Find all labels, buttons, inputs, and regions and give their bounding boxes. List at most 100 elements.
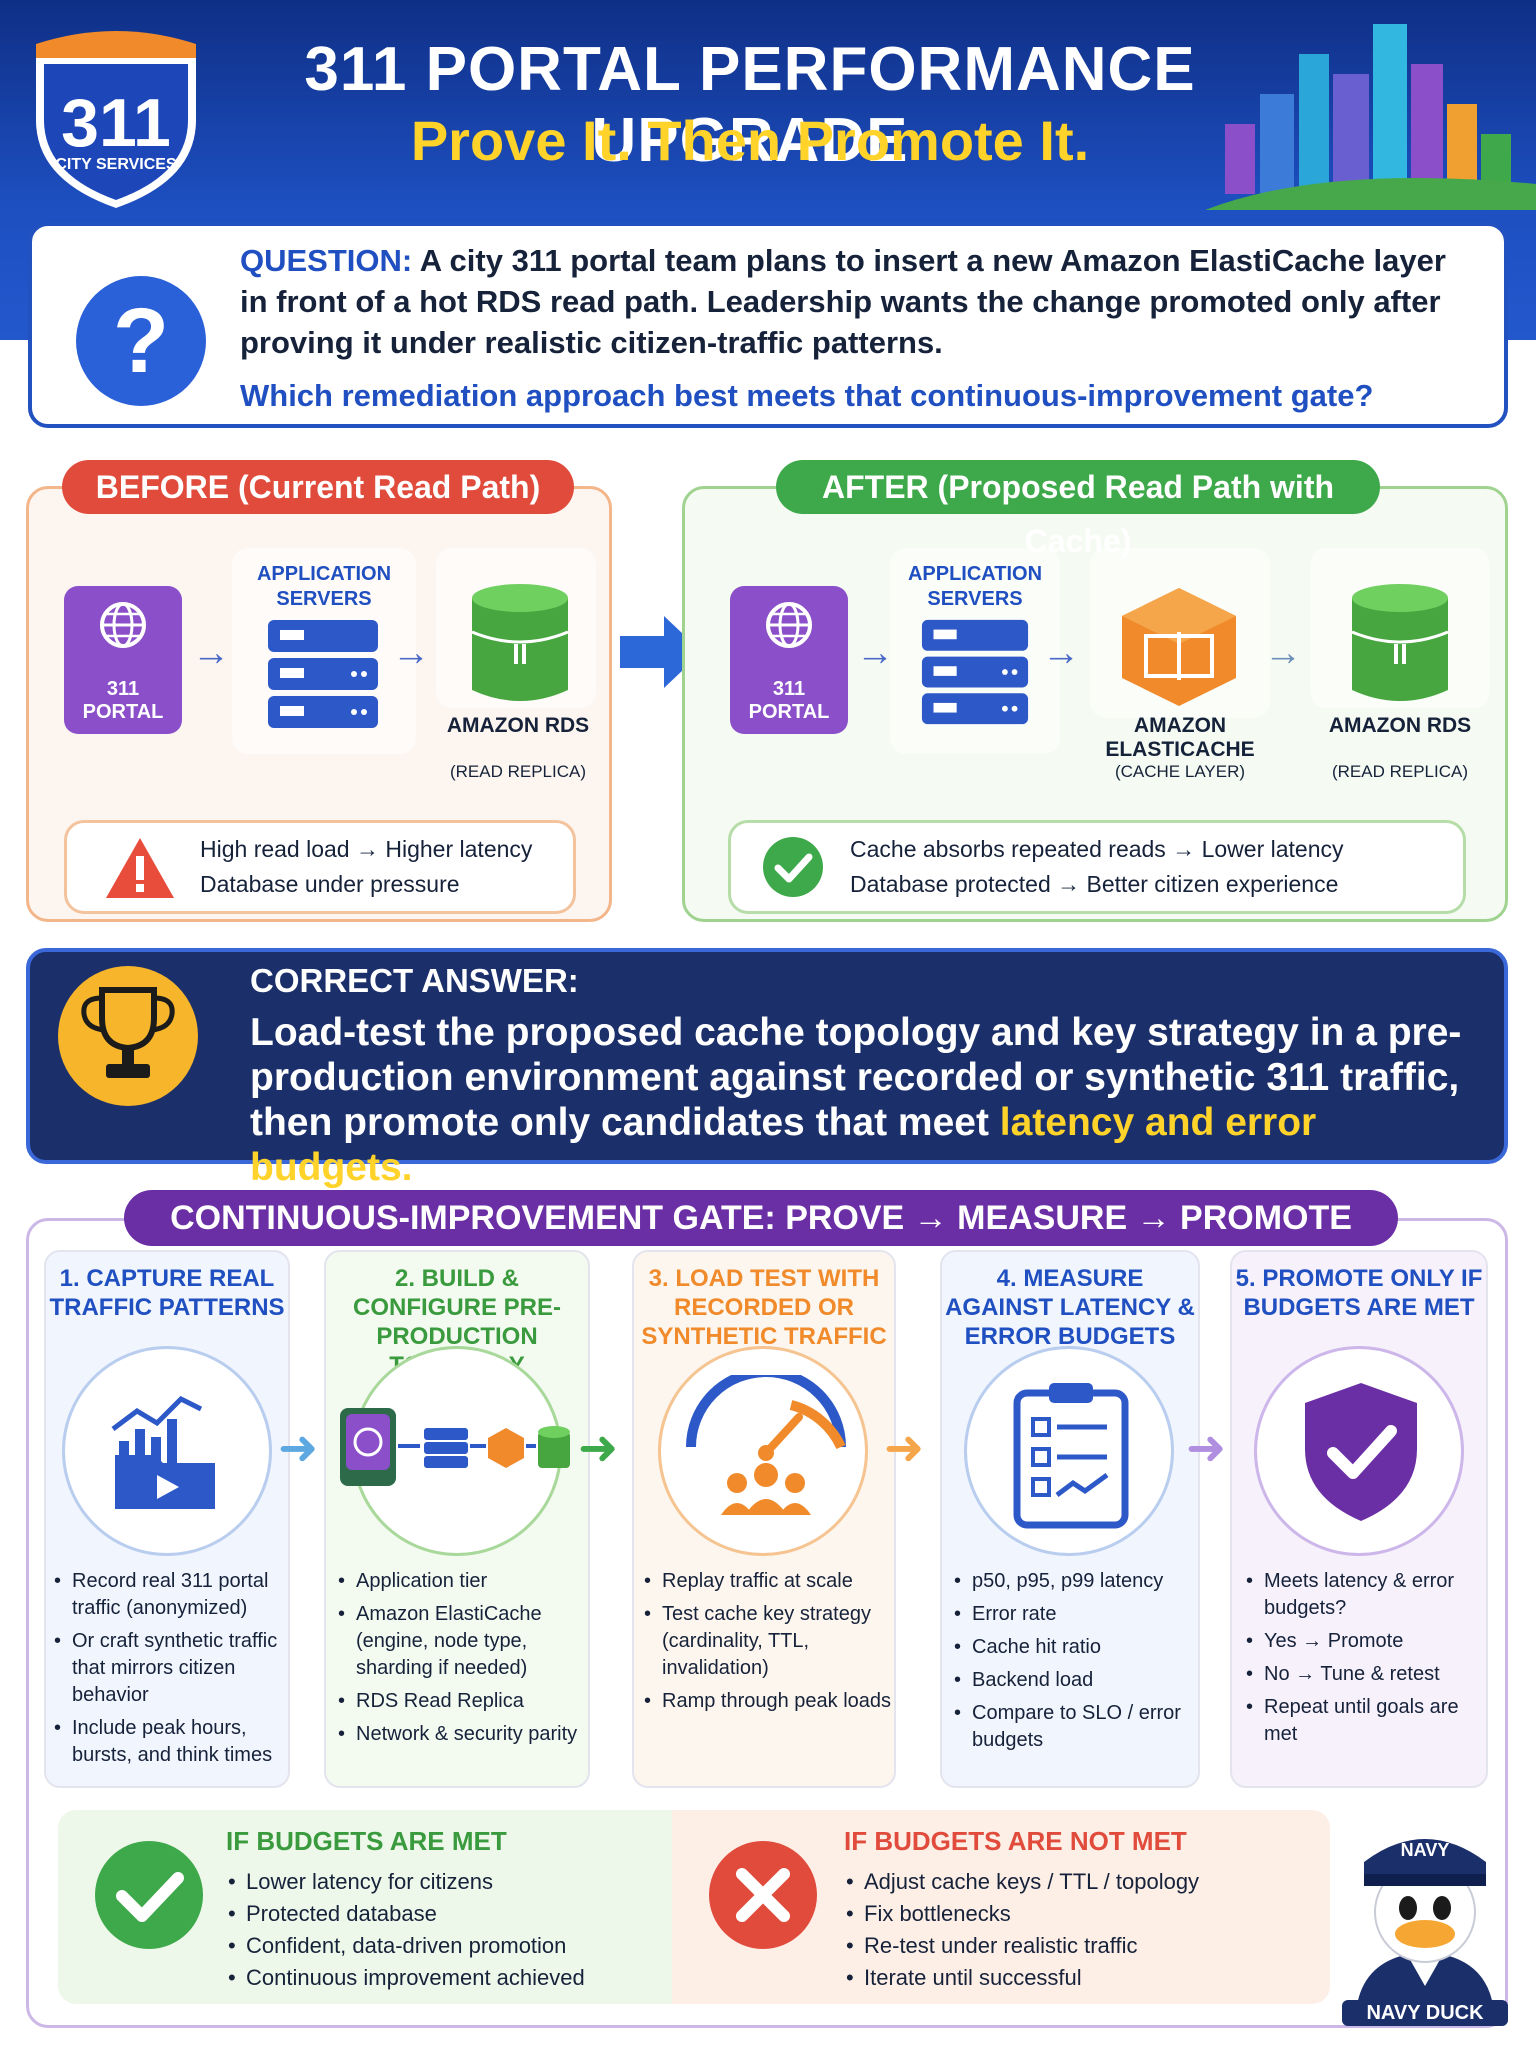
list-item: Application tier bbox=[336, 1568, 586, 1595]
step-3-title: 3. LOAD TEST WITH RECORDED OR SYNTHETIC … bbox=[641, 1265, 887, 1350]
server-stack-icon bbox=[268, 620, 378, 728]
arrow-right-icon: ➜ bbox=[884, 1422, 925, 1475]
navy-duck-mascot: NAVY NAVY DUCK bbox=[1342, 1816, 1508, 2026]
outcome-notmet-title: IF BUDGETS ARE NOT MET bbox=[844, 1826, 1187, 1856]
topology-icon bbox=[340, 1408, 570, 1486]
before-app-label: APPLICATION SERVERS bbox=[256, 563, 392, 610]
list-item: Adjust cache keys / TTL / topology bbox=[846, 1866, 1316, 1898]
arrow-right-icon: ➜ bbox=[1186, 1422, 1227, 1475]
chart-folder-icon bbox=[111, 1395, 215, 1509]
arrow-right-icon: → bbox=[1264, 632, 1302, 674]
list-item: Replay traffic at scale bbox=[642, 1568, 892, 1595]
answer-highlight: latency and error budgets. bbox=[250, 1101, 1317, 1189]
list-item: RDS Read Replica bbox=[336, 1688, 586, 1715]
arrow-right-icon: → bbox=[392, 632, 430, 674]
list-item: Lower latency for citizens bbox=[228, 1866, 668, 1898]
database-icon bbox=[471, 584, 569, 701]
globe-icon bbox=[766, 602, 812, 648]
city-services-shield-icon bbox=[36, 31, 196, 208]
before-portal-label: 311 PORTAL bbox=[82, 678, 164, 723]
list-item: Repeat until goals are met bbox=[1244, 1694, 1484, 1748]
warning-icon bbox=[106, 838, 174, 898]
list-item: Continuous improvement achieved bbox=[228, 1962, 668, 1994]
step-3-list: Replay traffic at scale Test cache key s… bbox=[642, 1568, 892, 1721]
mascot-name: NAVY DUCK bbox=[1342, 2000, 1508, 2026]
before-db-label: AMAZON RDS bbox=[446, 714, 590, 737]
outcome-met-panel: IF BUDGETS ARE MET Lower latency for cit… bbox=[58, 1810, 672, 2004]
city-skyline-icon bbox=[1205, 24, 1536, 210]
after-app-label: APPLICATION SERVERS bbox=[907, 563, 1043, 610]
after-note-line2: Database protected → Better citizen expe… bbox=[850, 871, 1339, 897]
outcome-met-title: IF BUDGETS ARE MET bbox=[226, 1826, 507, 1856]
arrow-right-icon: ➜ bbox=[578, 1422, 619, 1475]
list-item: Yes → Promote bbox=[1244, 1628, 1484, 1655]
after-note-line1: Cache absorbs repeated reads → Lower lat… bbox=[850, 836, 1344, 862]
step-5-title: 5. PROMOTE ONLY IF BUDGETS ARE MET bbox=[1235, 1265, 1483, 1321]
step-3-circle bbox=[658, 1346, 868, 1556]
check-circle-icon bbox=[95, 1841, 203, 1949]
list-item: Re-test under realistic traffic bbox=[846, 1930, 1316, 1962]
list-item: No → Tune & retest bbox=[1244, 1661, 1484, 1688]
after-db-sub: (READ REPLICA) bbox=[1331, 762, 1469, 781]
before-title: BEFORE (Current Read Path) bbox=[62, 460, 574, 514]
list-item: Fix bottlenecks bbox=[846, 1898, 1316, 1930]
after-portal-tile: 311 PORTAL bbox=[730, 586, 848, 734]
list-item: Network & security parity bbox=[336, 1721, 586, 1748]
step-2-list: Application tier Amazon ElastiCache (eng… bbox=[336, 1568, 586, 1754]
after-title: AFTER (Proposed Read Path with Cache) bbox=[776, 460, 1380, 559]
check-circle-icon bbox=[763, 837, 823, 897]
outcome-notmet-list: Adjust cache keys / TTL / topology Fix b… bbox=[846, 1866, 1316, 1994]
step-4-circle bbox=[964, 1346, 1174, 1556]
arrow-right-icon: ➜ bbox=[278, 1422, 319, 1475]
trophy-badge bbox=[58, 966, 198, 1106]
badge-text: CITY SERVICES bbox=[55, 156, 177, 173]
arrow-right-icon: → bbox=[856, 632, 894, 674]
question-box bbox=[28, 222, 1508, 428]
list-item: Compare to SLO / error budgets bbox=[952, 1700, 1196, 1754]
list-item: p50, p95, p99 latency bbox=[952, 1568, 1196, 1595]
shield-check-icon bbox=[1305, 1383, 1417, 1521]
list-item: Meets latency & error budgets? bbox=[1244, 1568, 1484, 1622]
outcomes-box: IF BUDGETS ARE MET Lower latency for cit… bbox=[58, 1810, 1330, 2004]
list-item: Confident, data-driven promotion bbox=[228, 1930, 668, 1962]
question-mark-icon: ? bbox=[76, 276, 206, 406]
list-item: Or craft synthetic traffic that mirrors … bbox=[52, 1628, 288, 1709]
page-title: 311 PORTAL PERFORMANCE UPGRADE bbox=[304, 35, 1196, 175]
duck-icon bbox=[1356, 1839, 1494, 2012]
gauge-users-icon bbox=[686, 1375, 846, 1515]
list-item: Protected database bbox=[228, 1898, 668, 1930]
step-1-list: Record real 311 portal traffic (anonymiz… bbox=[52, 1568, 288, 1775]
list-item: Test cache key strategy (cardinality, TT… bbox=[642, 1601, 892, 1682]
step-4-list: p50, p95, p99 latency Error rate Cache h… bbox=[952, 1568, 1196, 1760]
gate-title: CONTINUOUS-IMPROVEMENT GATE: PROVE → MEA… bbox=[124, 1190, 1398, 1246]
trophy-icon bbox=[81, 987, 175, 1078]
after-cache-sub: (CACHE LAYER) bbox=[1114, 762, 1246, 781]
step-1-circle bbox=[62, 1346, 272, 1556]
arrow-right-icon: → bbox=[1042, 632, 1080, 674]
before-note-line2: Database under pressure bbox=[200, 871, 460, 897]
after-db-label: AMAZON RDS bbox=[1328, 714, 1472, 737]
before-portal-tile: 311 PORTAL bbox=[64, 586, 182, 734]
arrow-right-icon: → bbox=[192, 632, 230, 674]
list-item: Cache hit ratio bbox=[952, 1634, 1196, 1661]
step-4-title: 4. MEASURE AGAINST LATENCY & ERROR BUDGE… bbox=[945, 1265, 1195, 1350]
after-note bbox=[728, 820, 1466, 914]
answer-text: Load-test the proposed cache topology an… bbox=[250, 1011, 1462, 1189]
list-item: Backend load bbox=[952, 1667, 1196, 1694]
list-item: Iterate until successful bbox=[846, 1962, 1316, 1994]
outcome-met-list: Lower latency for citizens Protected dat… bbox=[228, 1866, 668, 1994]
answer-box bbox=[26, 948, 1508, 1164]
before-note-line1: High read load → Higher latency bbox=[200, 836, 533, 862]
question-label: QUESTION: bbox=[240, 243, 413, 278]
after-portal-label: 311 PORTAL bbox=[748, 678, 830, 723]
list-item: Amazon ElastiCache (engine, node type, s… bbox=[336, 1601, 586, 1682]
question-ask: Which remediation approach best meets th… bbox=[240, 378, 1374, 413]
answer-label: CORRECT ANSWER: bbox=[250, 962, 579, 999]
outcome-notmet-panel: IF BUDGETS ARE NOT MET Adjust cache keys… bbox=[672, 1810, 1330, 2004]
step-1-title: 1. CAPTURE REAL TRAFFIC PATTERNS bbox=[49, 1265, 285, 1321]
server-stack-icon bbox=[921, 619, 1029, 725]
database-icon bbox=[1351, 584, 1449, 701]
big-arrow-right-icon bbox=[620, 616, 702, 688]
elasticache-icon bbox=[1122, 588, 1236, 706]
step-5-list: Meets latency & error budgets? Yes → Pro… bbox=[1244, 1568, 1484, 1754]
